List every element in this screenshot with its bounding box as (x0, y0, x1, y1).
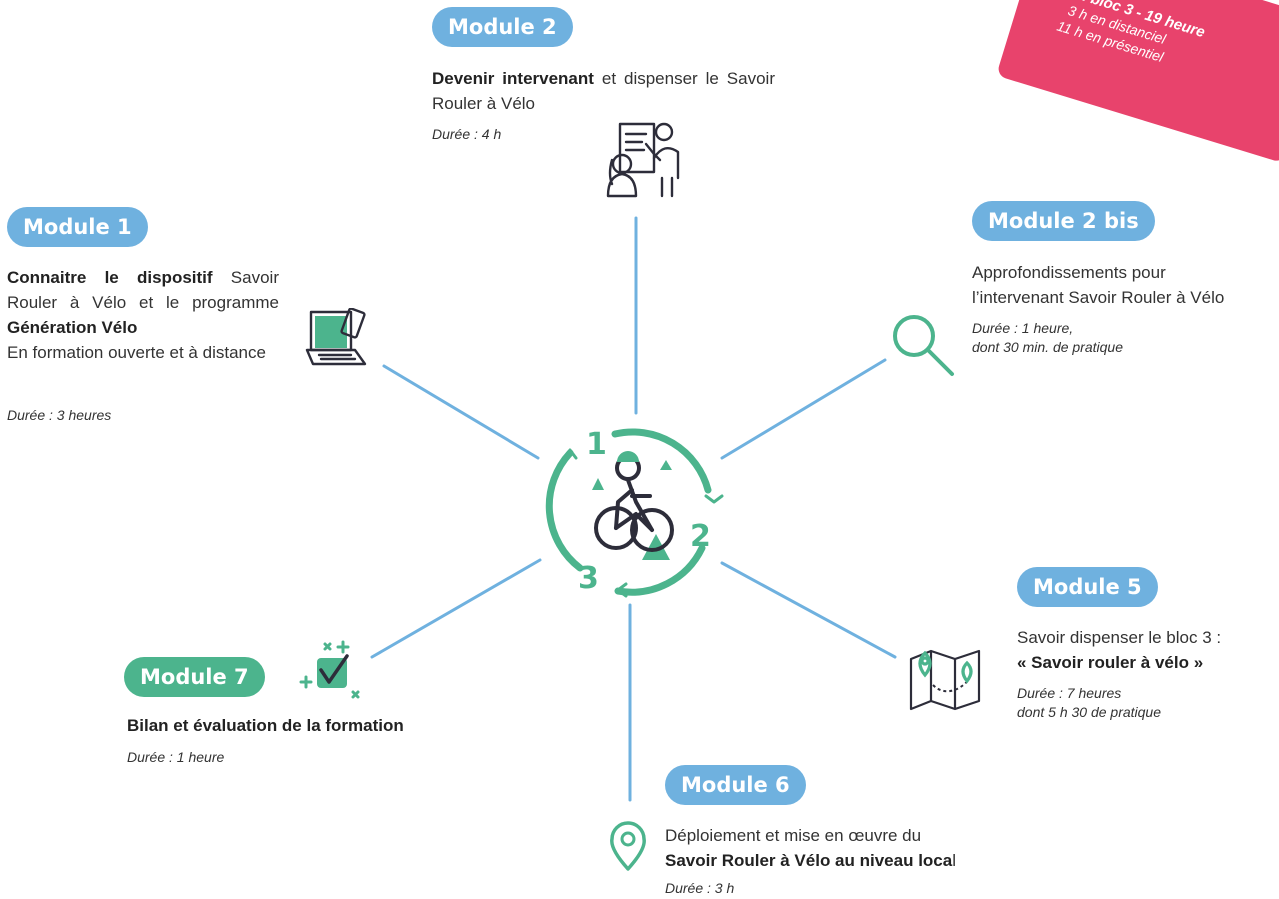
module-1-duration: Durée : 3 heures (7, 407, 112, 423)
module-1-text: Savoir Rouler à Vélo et le programme (7, 268, 279, 312)
trainer-icon (606, 122, 680, 198)
cyclist-icon: 1 2 3 (545, 427, 724, 598)
module-1-description: Connaitre le dispositif Savoir Rouler à … (7, 265, 279, 365)
module-2bis-line-1: Approfondissements pour (972, 263, 1166, 282)
connector-module-2bis (720, 358, 887, 460)
module-5-badge: Module 5 (1017, 567, 1158, 607)
module-2-title: Devenir intervenant (432, 69, 594, 88)
step-number-3: 3 (578, 561, 599, 596)
connector-module-7 (370, 558, 542, 659)
module-2-description: Devenir intervenant et dispenser le Savo… (432, 66, 775, 116)
module-6-duration: Durée : 3 h (665, 880, 735, 896)
module-1-badge: Module 1 (7, 207, 148, 247)
connector-module-1 (382, 364, 540, 460)
module-6-description: Déploiement et mise en œuvre du Savoir R… (665, 823, 1015, 873)
laptop-icon (305, 308, 367, 366)
module-6-badge: Module 6 (665, 765, 806, 805)
module-2-badge: Module 2 (432, 7, 573, 47)
step-number-2: 2 (690, 519, 711, 554)
checklist-icon (299, 640, 360, 699)
module-2bis-duration-1: Durée : 1 heure, (972, 320, 1074, 336)
module-7-description: Bilan et évaluation de la formation (127, 713, 487, 738)
module-2bis-duration-2: dont 30 min. de pratique (972, 339, 1123, 355)
module-7-badge: Module 7 (124, 657, 265, 697)
module-5-title: « Savoir rouler à vélo » (1017, 653, 1204, 672)
module-6-line-1: Déploiement et mise en œuvre du (665, 826, 922, 845)
module-6-title: Savoir Rouler à Vélo au niveau loca (665, 851, 953, 870)
module-1-title: Connaitre le dispositif (7, 268, 213, 287)
module-7-duration: Durée : 1 heure (127, 749, 225, 765)
module-5-duration: Durée : 7 heures dont 5 h 30 de pratique (1017, 684, 1161, 722)
module-2bis-line-2: l’intervenant Savoir Rouler à Vélo (972, 288, 1225, 307)
module-2-duration: Durée : 4 h (432, 126, 502, 142)
module-6-title-end: l (952, 851, 956, 870)
module-2-text: et dispenser le Savoir Rouler à Vélo (432, 69, 775, 113)
connector-module-5 (720, 561, 897, 659)
location-pin-icon (610, 821, 646, 871)
module-5-duration-2: dont 5 h 30 de pratique (1017, 704, 1162, 720)
map-icon (909, 649, 981, 711)
module-2bis-badge: Module 2 bis (972, 201, 1155, 241)
module-5-description: Savoir dispenser le bloc 3 : « Savoir ro… (1017, 625, 1279, 675)
module-7-title: Bilan et évaluation de la formation (127, 716, 404, 735)
magnifier-icon (893, 315, 954, 376)
step-number-1: 1 (586, 427, 607, 462)
module-5-duration-1: Durée : 7 heures (1017, 685, 1122, 701)
module-5-line-1: Savoir dispenser le bloc 3 : (1017, 628, 1222, 647)
module-2bis-duration: Durée : 1 heure, dont 30 min. de pratiqu… (972, 319, 1123, 357)
module-2bis-description: Approfondissements pour l’intervenant Sa… (972, 260, 1279, 310)
module-1-programme: Génération Vélo (7, 318, 138, 337)
module-1-format: En formation ouverte et à distance (7, 343, 266, 362)
